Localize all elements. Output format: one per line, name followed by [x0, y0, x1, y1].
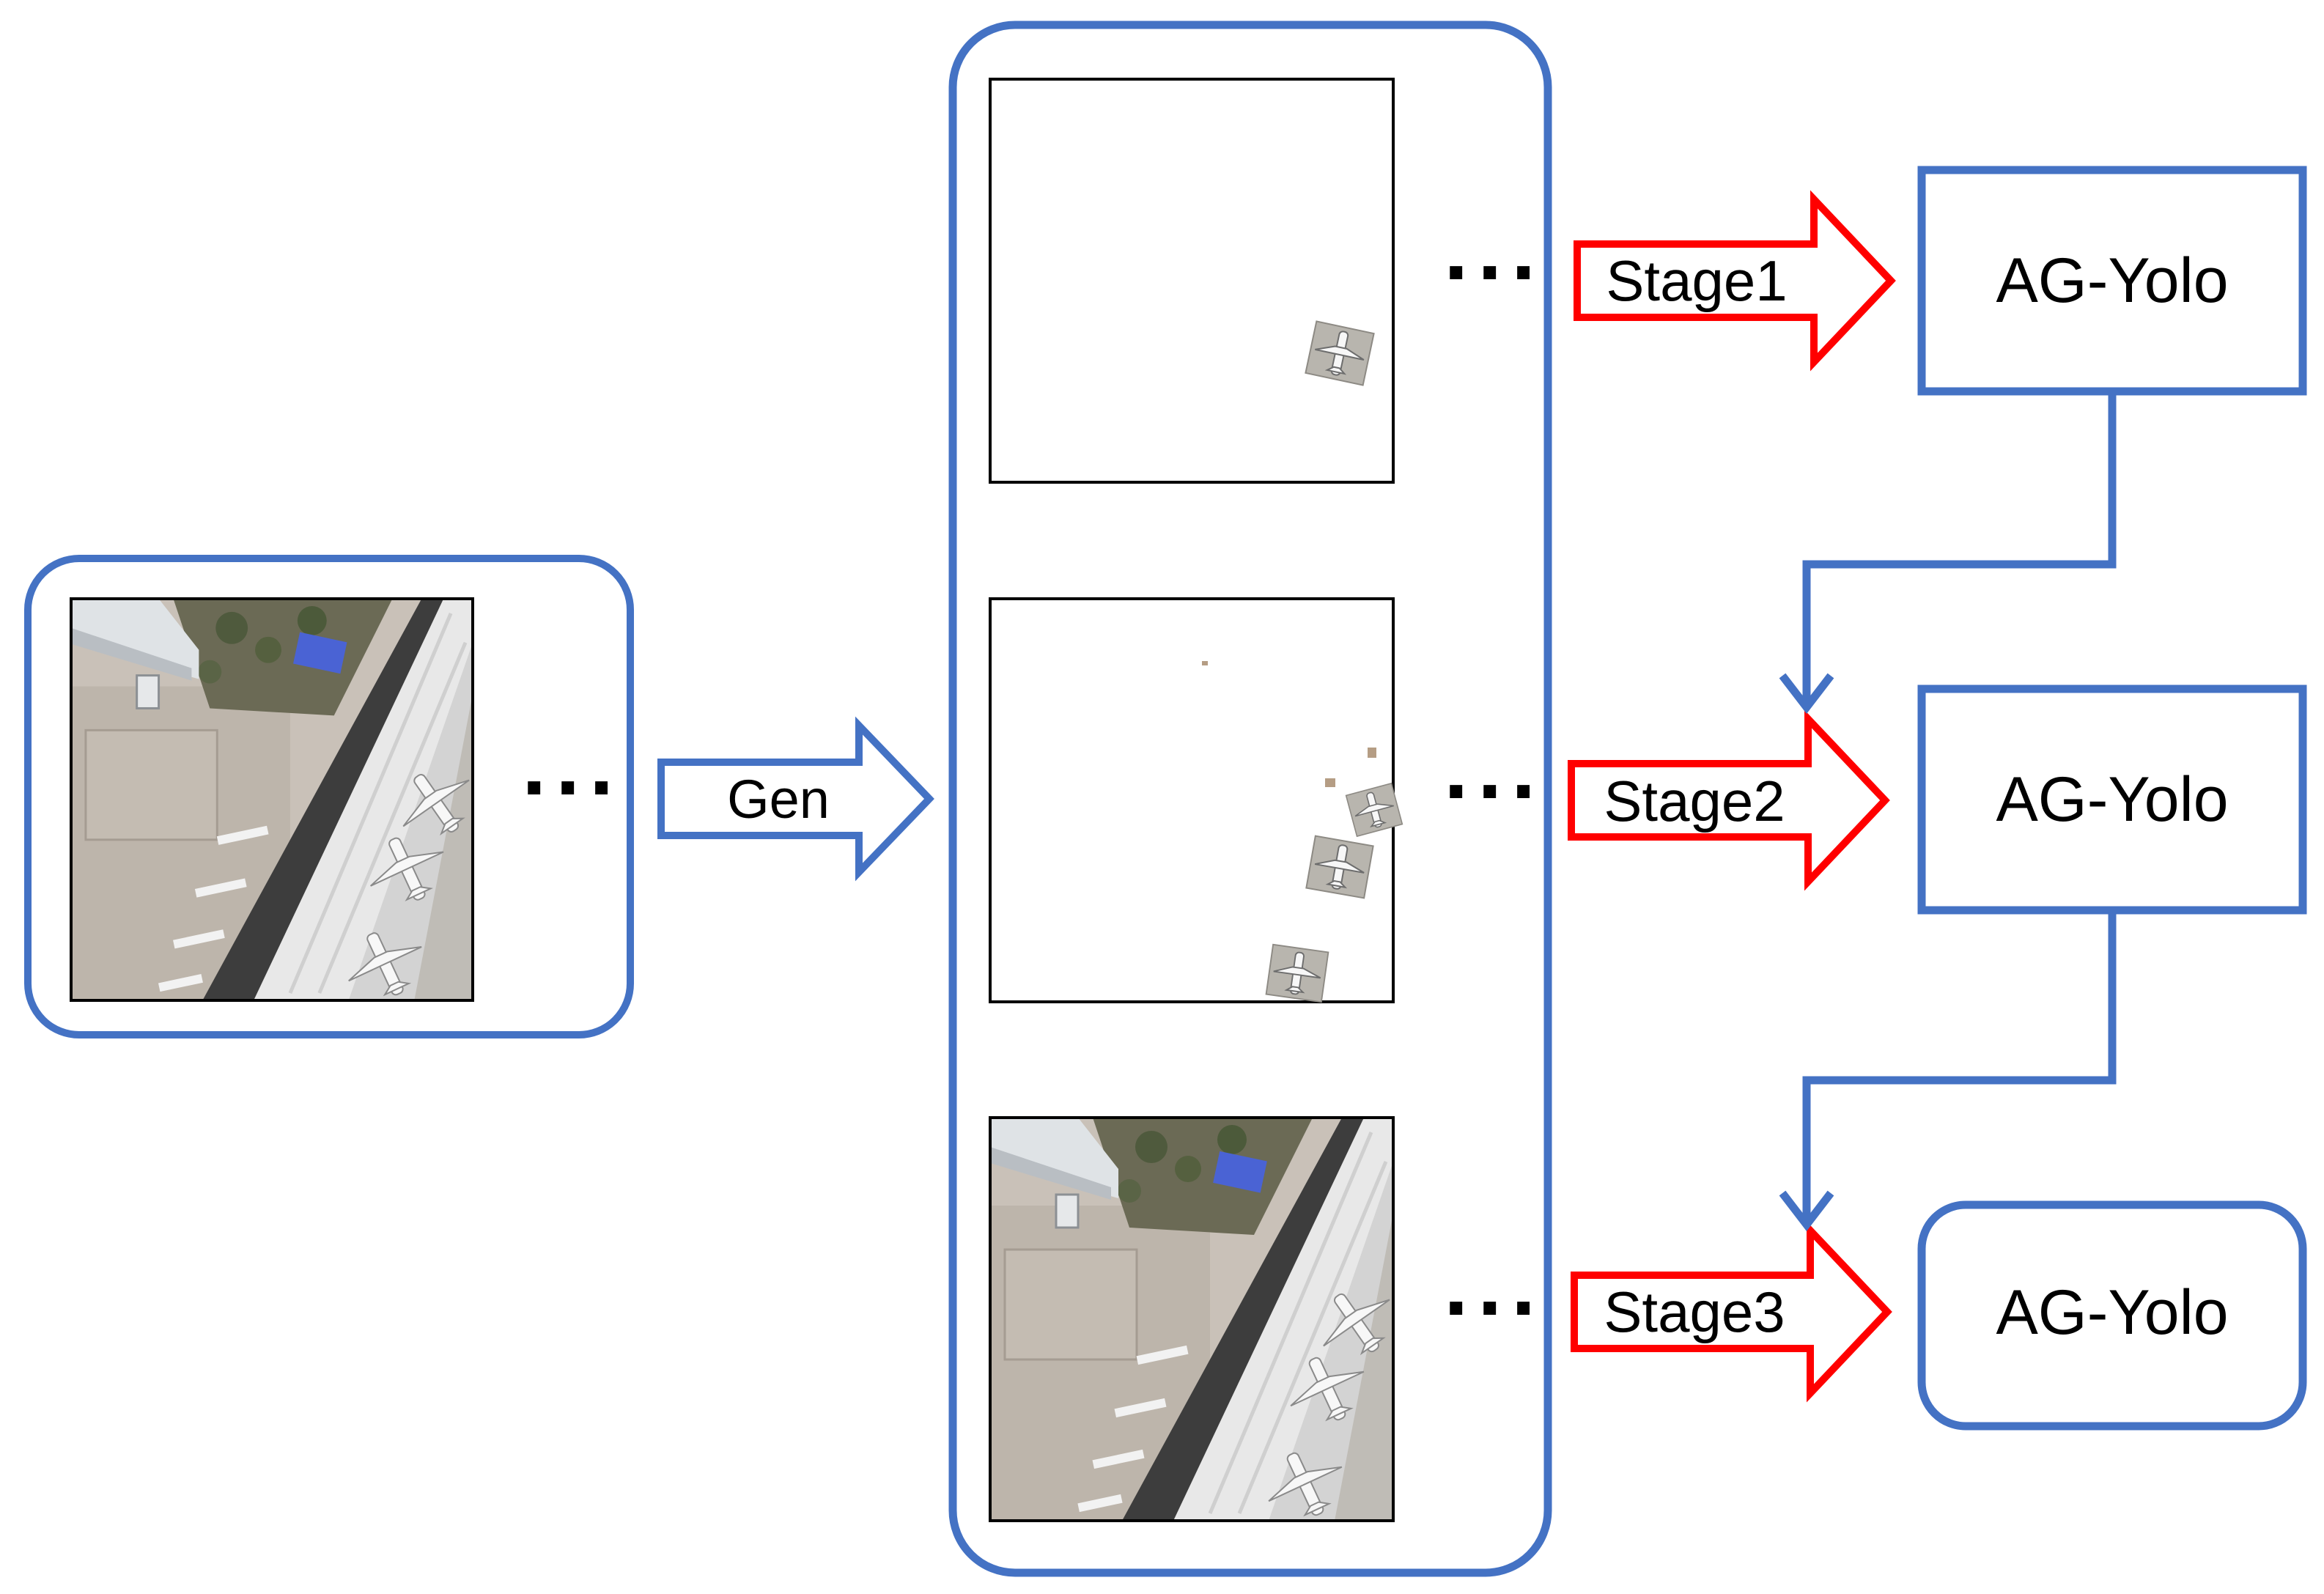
input-ellipsis: ···: [522, 738, 623, 836]
generated-image-3: [990, 1118, 1409, 1531]
connector-1-to-2: [1802, 391, 2117, 702]
generated-group-frame: [948, 21, 1552, 1577]
generated-image-1: [989, 78, 1395, 484]
airplane-patch: [1265, 943, 1329, 1003]
ellipsis-2: ···: [1444, 742, 1545, 840]
ag-yolo-label-2: AG-Yolo: [1996, 764, 2228, 835]
small-debris: [1202, 661, 1208, 665]
stage3-arrow: Stage3: [1571, 1221, 1892, 1403]
ag-yolo-label-1: AG-Yolo: [1996, 246, 2228, 316]
stage2-label: Stage2: [1604, 769, 1785, 833]
gen-arrow: [657, 716, 934, 882]
small-debris: [1368, 748, 1376, 758]
gen-label: Gen: [727, 769, 830, 830]
input-aerial-image: [71, 599, 488, 1011]
input-image-border: [70, 597, 474, 1002]
connector-2-to-3-arrowhead: [1779, 1190, 1834, 1232]
ellipsis-1: ···: [1444, 223, 1545, 321]
stage3-label: Stage3: [1604, 1280, 1785, 1344]
small-debris: [1325, 778, 1335, 787]
stage1-label: Stage1: [1606, 248, 1787, 313]
input-group-frame: [24, 555, 634, 1038]
stage1-arrow: Stage1: [1574, 190, 1896, 372]
connector-2-to-3: [1802, 910, 2117, 1220]
generated-image-2: [989, 597, 1395, 1003]
ag-yolo-box-3: [1917, 1200, 2307, 1431]
airplane-patch: [1305, 320, 1375, 386]
stage2-arrow: Stage2: [1568, 709, 1890, 891]
ellipsis-3: ···: [1444, 1258, 1545, 1357]
ag-yolo-label-3: AG-Yolo: [1996, 1277, 2228, 1348]
airplane-patch: [1305, 835, 1374, 899]
connector-1-to-2-arrowhead: [1779, 673, 1834, 715]
generated-image-3-border: [989, 1116, 1395, 1522]
